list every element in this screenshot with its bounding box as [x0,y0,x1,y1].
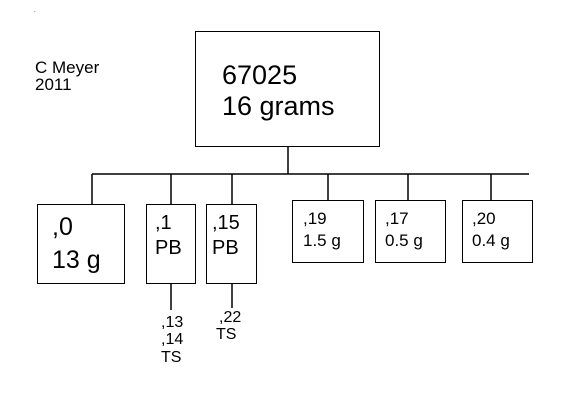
child-node-0 [37,204,125,284]
child-15-sub-0: ,22 [219,309,242,326]
corner-mark: . [34,8,36,14]
root-node [195,31,380,147]
root-weight: 16 grams [222,91,335,121]
child-20-id: ,20 [472,209,496,228]
child-19-id: ,19 [303,209,327,228]
author-credit: C Meyer 2011 [35,59,99,93]
child-1-sub-2: TS [161,349,182,366]
child-17-weight: 0.5 g [385,231,423,250]
child-node-17 [375,200,446,263]
child-node-20 [462,200,533,263]
child-node-19 [292,200,364,263]
child-17-id: ,17 [385,209,409,228]
author-name: C Meyer [35,58,100,77]
child-20-weight: 0.4 g [472,231,510,250]
child-node-15 [206,204,257,284]
author-year: 2011 [35,75,72,94]
child-15-type: PB [212,237,239,259]
child-1-type: PB [155,237,182,259]
root-id: 67025 [222,60,298,90]
child-node-1 [146,204,196,284]
child-1-sub-0: ,13 [161,314,184,331]
child-19-weight: 1.5 g [303,231,341,250]
child-15-id: ,15 [212,212,240,234]
child-0-weight: 13 g [52,246,101,274]
child-15-sub-1: TS [216,326,237,343]
child-0-id: ,0 [52,213,73,241]
child-1-id: ,1 [155,212,172,234]
child-1-sub-1: ,14 [161,331,184,348]
